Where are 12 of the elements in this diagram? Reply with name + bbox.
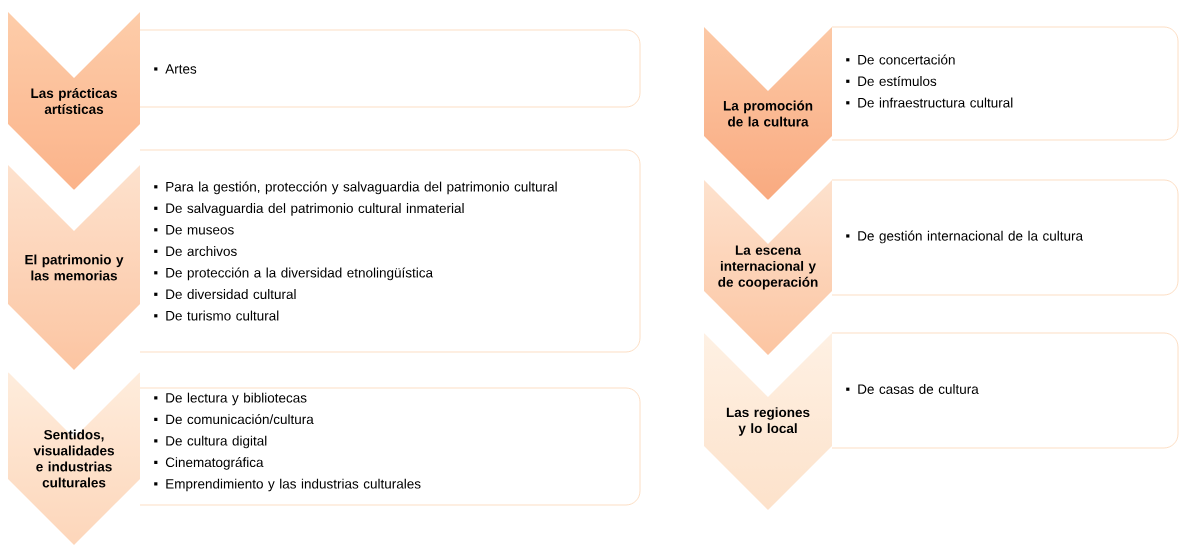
chevron: El patrimonio y las memorias (25, 254, 124, 281)
chevron: Las regiones y lo local (726, 407, 810, 436)
list-box: Para la gestión, protección y salvaguardia del patrimonio cultural De salvaguardia del patrimonio cultural inmaterial De museos De archivos De protección a la diversidad etnolingüística De diversidad cultural De turismo cultural (139, 149, 641, 353)
list-box: De casas de cultura (831, 332, 1179, 449)
list-box: De gestión internacional de la cultura (831, 179, 1179, 296)
list-box: De lectura y bibliotecas De comunicación/cultura De cultura digital Cinematográfica Emprendimiento y las industrias culturales (139, 387, 641, 506)
chevron: La promoción de la cultura (723, 100, 813, 127)
list-box: De concertación De estímulos De infraestructura cultural (831, 26, 1179, 141)
chevron: Las prácticas artísticas (31, 88, 117, 114)
chevron: La escena internacional y de cooperación (718, 245, 818, 290)
list-box: Artes (139, 29, 641, 108)
chevron: Sentidos, visualidades e industrias culturales (33, 429, 114, 488)
